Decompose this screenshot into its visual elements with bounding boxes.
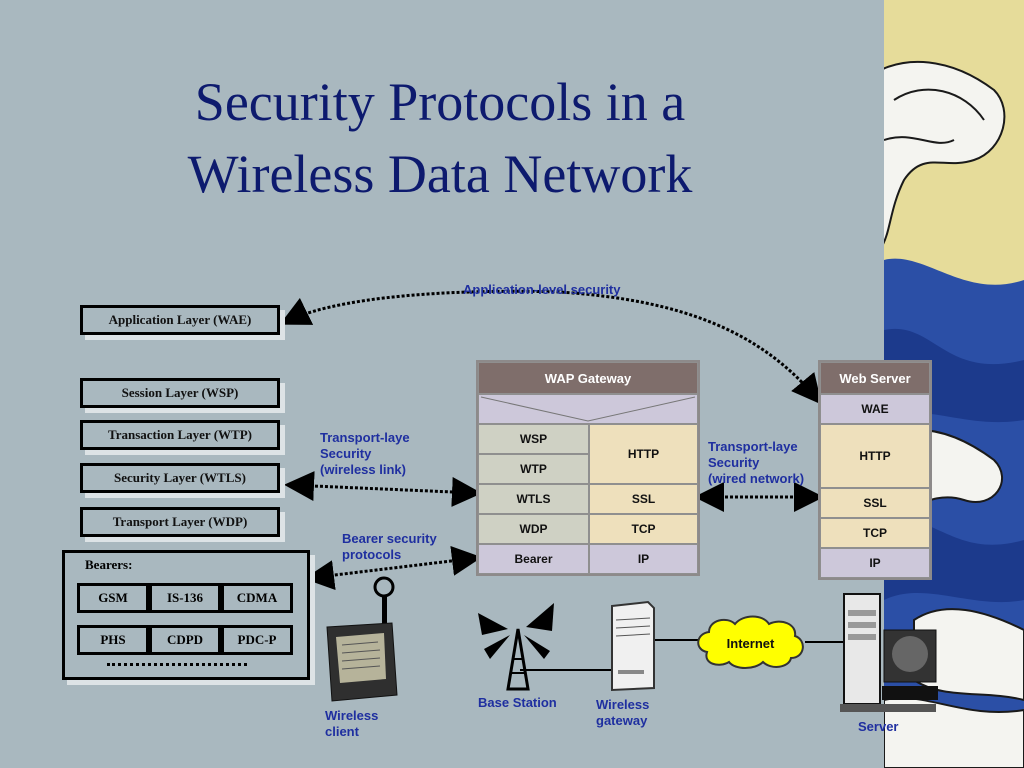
transport-wired-line-2: Security: [708, 455, 760, 470]
session-layer: Session Layer (WSP): [80, 378, 280, 408]
wap-gateway-table: WAP Gateway WSP WTP WTLS WDP Bearer HTTP…: [476, 360, 700, 576]
server-label: Server: [858, 719, 899, 734]
security-layer: Security Layer (WTLS): [80, 463, 280, 493]
internet-label: Internet: [726, 636, 775, 651]
wireless-gateway-label: Wireless gateway: [596, 697, 649, 729]
title-line-2: Wireless Data Network: [187, 144, 693, 204]
transport-wireless-line-1: Transport-laye: [320, 430, 410, 445]
gateway-tcp: TCP: [589, 514, 698, 544]
application-layer: Application Layer (WAE): [80, 305, 280, 335]
wap-gateway-title: WAP Gateway: [478, 362, 698, 394]
gateway-ip: IP: [589, 544, 698, 574]
gateway-wsp: WSP: [478, 424, 589, 454]
bearers-title: Bearers:: [85, 557, 133, 572]
wireless-client-line-1: Wireless: [325, 708, 379, 723]
pda-icon: [326, 576, 398, 702]
transaction-layer: Transaction Layer (WTP): [80, 420, 280, 450]
gateway-funnel: [478, 394, 698, 424]
wireless-client-line-2: client: [325, 724, 359, 739]
web-server-title: Web Server: [820, 362, 930, 394]
transport-layer: Transport Layer (WDP): [80, 507, 280, 537]
bearer-gsm: GSM: [77, 583, 149, 613]
transport-wired-label: Transport-laye Security (wired network): [708, 439, 804, 487]
bearer-security-label: Bearer security protocols: [342, 531, 437, 563]
transport-layer-label: Transport Layer (WDP): [112, 514, 248, 529]
bearer-security-line-1: Bearer security: [342, 531, 437, 546]
bearers-more-dots: [107, 663, 247, 666]
slide-title: Security Protocols in a Wireless Data Ne…: [60, 66, 820, 210]
bearer-cdma: CDMA: [221, 583, 293, 613]
gateway-http: HTTP: [589, 424, 698, 484]
session-layer-label: Session Layer (WSP): [121, 385, 239, 400]
gateway-wtls: WTLS: [478, 484, 589, 514]
application-layer-label: Application Layer (WAE): [108, 312, 252, 327]
app-security-arrow: [279, 289, 822, 405]
transport-wireless-arrow: [284, 471, 482, 507]
bearer-security-arrow: [304, 545, 482, 591]
server-http: HTTP: [820, 424, 930, 488]
transport-wireless-line-3: (wireless link): [320, 462, 406, 477]
base-station-icon: [478, 603, 554, 691]
transport-wired-line-3: (wired network): [708, 471, 805, 486]
wireless-gateway-line-1: Wireless: [596, 697, 650, 712]
gateway-wdp: WDP: [478, 514, 589, 544]
server-ssl: SSL: [820, 488, 930, 518]
server-ip: IP: [820, 548, 930, 578]
bearers-box: Bearers: GSM IS-136 CDMA PHS CDPD PDC-P: [62, 550, 310, 680]
bearer-security-line-2: protocols: [342, 547, 402, 562]
transaction-layer-label: Transaction Layer (WTP): [108, 427, 252, 442]
title-line-1: Security Protocols in a: [194, 72, 686, 132]
bearer-cdpd: CDPD: [149, 625, 221, 655]
gateway-bearer: Bearer: [478, 544, 589, 574]
bearer-pdcp: PDC-P: [221, 625, 293, 655]
base-station-label: Base Station: [478, 695, 557, 710]
bearer-phs: PHS: [77, 625, 149, 655]
bearer-is136: IS-136: [149, 583, 221, 613]
wireless-gateway-line-2: gateway: [596, 713, 648, 728]
security-layer-label: Security Layer (WTLS): [114, 470, 246, 485]
web-server-table: Web Server WAE HTTP SSL TCP IP: [818, 360, 932, 580]
transport-wired-line-1: Transport-laye: [708, 439, 798, 454]
server-computer-icon: [840, 593, 938, 712]
gateway-wtp: WTP: [478, 454, 589, 484]
gateway-tower-icon: [611, 600, 655, 692]
funnel-lines: [480, 396, 696, 422]
app-security-label: Application-level security: [463, 282, 621, 297]
transport-wireless-label: Transport-laye Security (wireless link): [320, 430, 410, 478]
internet-cloud-icon: [697, 615, 804, 669]
transport-wireless-line-2: Security: [320, 446, 372, 461]
server-tcp: TCP: [820, 518, 930, 548]
gateway-ssl: SSL: [589, 484, 698, 514]
server-wae: WAE: [820, 394, 930, 424]
wireless-client-label: Wireless client: [325, 708, 378, 740]
